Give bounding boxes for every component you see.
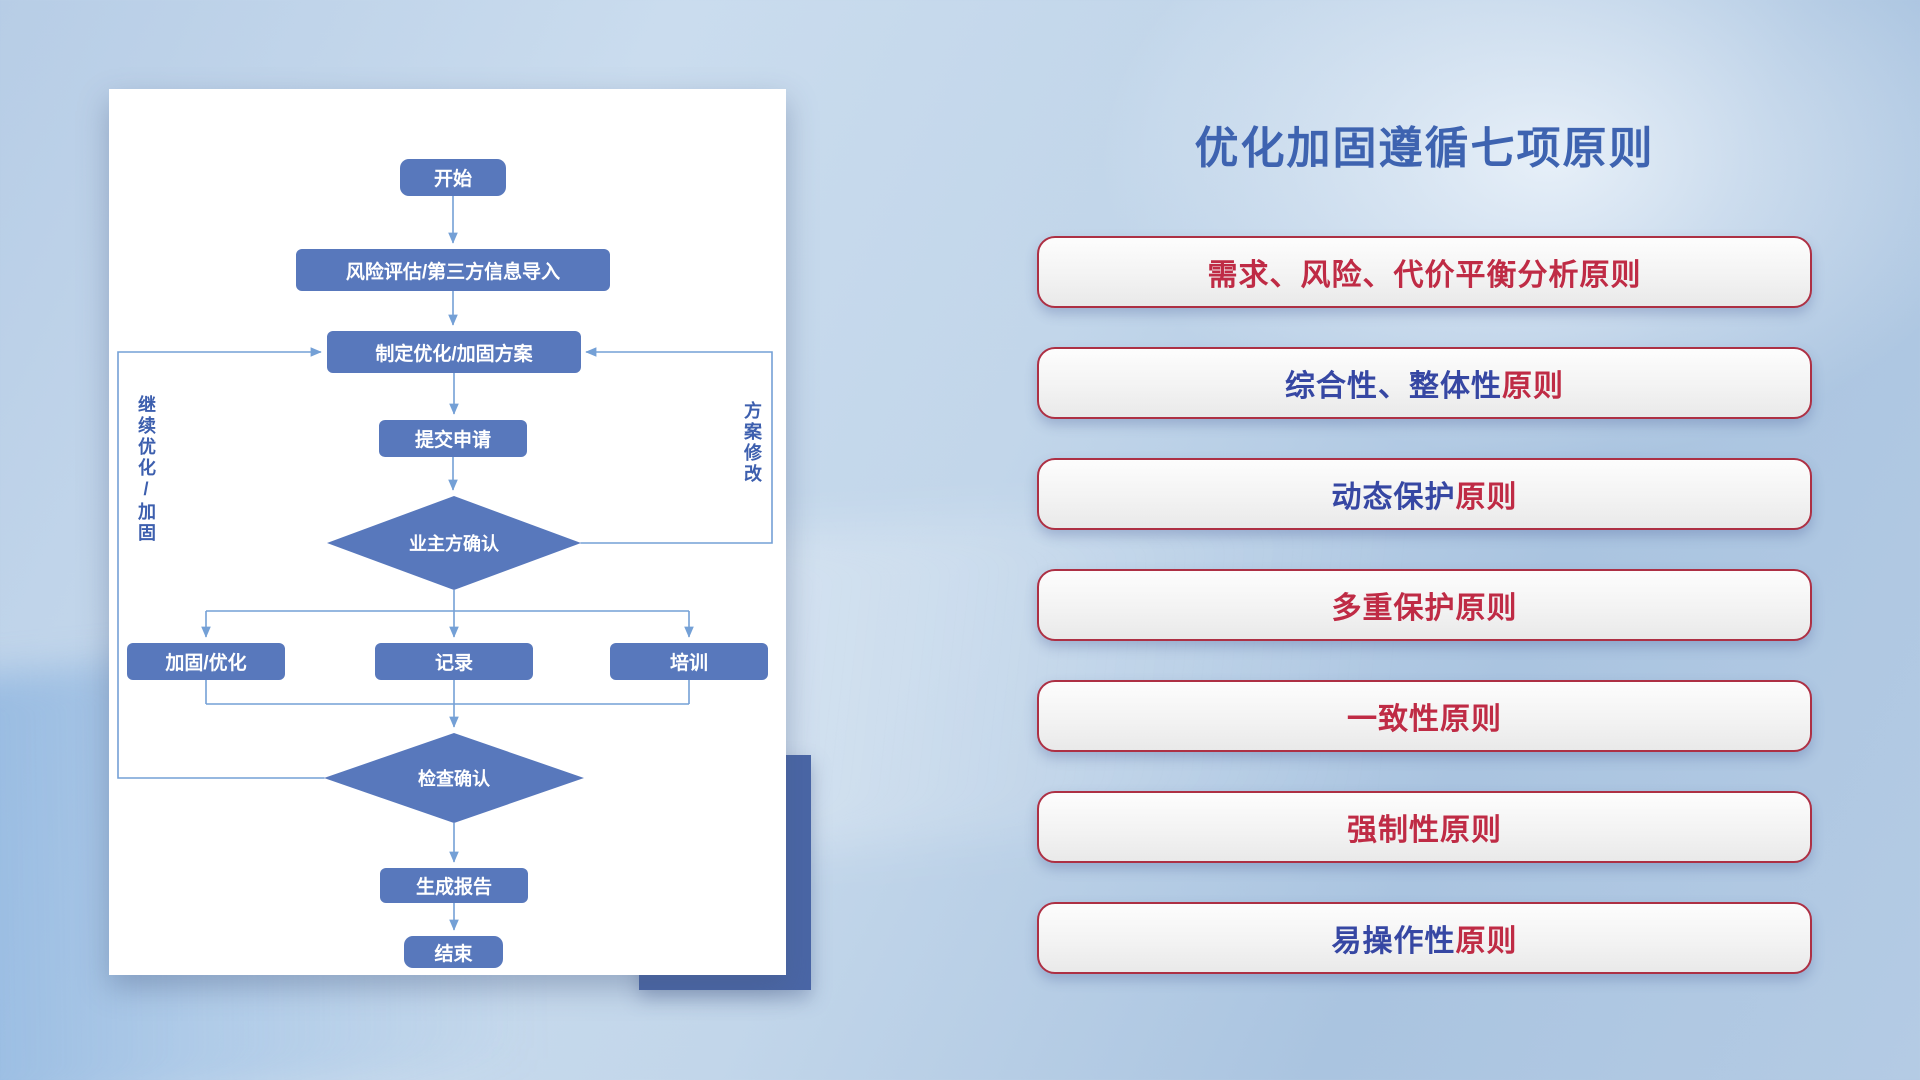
flow-node-reinforce: 加固/优化 [127,643,285,680]
flow-node-submit: 提交申请 [379,420,527,457]
principle-card: 综合性、整体性原则 [1037,347,1812,419]
flow-node-label: 检查确认 [418,769,490,789]
flow-node-make-plan: 制定优化/加固方案 [327,331,581,373]
principle-text-segment: 原则 [1455,925,1518,958]
flow-label-plan-modify: 方案修改 [742,401,762,485]
principle-text-segment: 综合性、整体性 [1285,370,1502,403]
principles-list: 需求、风险、代价平衡分析原则综合性、整体性原则动态保护原则多重保护原则一致性原则… [1037,236,1812,974]
flow-node-owner-confirm: 业主方确认 [327,496,581,590]
flow-node-end: 结束 [404,936,503,968]
flow-node-risk-import: 风险评估/第三方信息导入 [296,249,610,291]
flow-node-training: 培训 [610,643,768,680]
flow-node-report: 生成报告 [380,868,528,903]
principle-card: 动态保护原则 [1037,458,1812,530]
flow-connectors [117,196,773,931]
flow-node-label: 业主方确认 [409,534,499,554]
principle-card: 多重保护原则 [1037,569,1812,641]
principle-text-segment: 一致性原则 [1347,703,1502,736]
principle-text-segment: 原则 [1502,370,1564,403]
panel-title: 优化加固遵循七项原则 [1194,124,1655,173]
principle-card: 易操作性原则 [1037,902,1812,974]
principle-text-segment: 强制性原则 [1347,814,1502,847]
principle-card: 强制性原则 [1037,791,1812,863]
flow-node-start: 开始 [400,159,506,196]
flow-node-record: 记录 [375,643,533,680]
principle-text-segment: 多重保护原则 [1331,592,1518,625]
flow-node-check-confirm: 检查确认 [324,733,584,823]
principle-text-segment: 易操作性 [1331,925,1456,958]
principle-text-segment: 动态保护 [1331,481,1456,514]
flowchart-card: 开始 风险评估/第三方信息导入 制定优化/加固方案 提交申请 业主方确认 加固/… [109,89,786,975]
principle-card: 需求、风险、代价平衡分析原则 [1037,236,1812,308]
principle-card: 一致性原则 [1037,680,1812,752]
principle-text-segment: 原则 [1455,481,1518,514]
flow-label-continue-loop: 继续优化/加固 [136,395,156,544]
principle-text-segment: 需求、风险、代价平衡分析原则 [1207,259,1642,292]
principles-panel: 优化加固遵循七项原则 需求、风险、代价平衡分析原则综合性、整体性原则动态保护原则… [1037,112,1812,974]
